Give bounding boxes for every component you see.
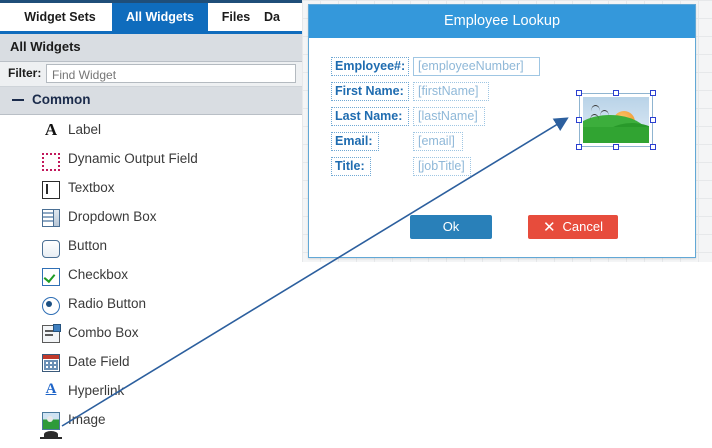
list-item-text: Dynamic Output Field	[68, 151, 198, 166]
field-value[interactable]: [lastName]	[413, 107, 485, 126]
button-icon	[42, 240, 60, 258]
search-input[interactable]	[46, 64, 296, 83]
partial-widget-icon	[44, 431, 58, 438]
list-item-dropdown-box[interactable]: Dropdown Box	[0, 203, 302, 232]
list-item-date-field[interactable]: Date Field	[0, 348, 302, 377]
tab-all-widgets[interactable]: All Widgets	[112, 3, 208, 31]
textbox-icon	[42, 181, 60, 199]
ok-button[interactable]: Ok	[410, 215, 492, 239]
list-item-label[interactable]: A Label	[0, 116, 302, 145]
design-canvas[interactable]: Employee Lookup Employee#: [employeeNumb…	[302, 0, 712, 262]
bird-icon	[591, 105, 600, 111]
employee-lookup-dialog[interactable]: Employee Lookup Employee#: [employeeNumb…	[308, 4, 696, 258]
tab-files[interactable]: Files	[221, 10, 251, 24]
list-item-partial[interactable]	[0, 431, 302, 448]
panel-top-border	[0, 0, 302, 3]
list-item-text: Dropdown Box	[68, 209, 157, 224]
panel-tab-strip: Widget Sets All Widgets Files Da	[0, 3, 302, 34]
tab-data[interactable]: Da	[264, 10, 280, 24]
list-item-text: Radio Button	[68, 296, 147, 311]
field-value[interactable]: [firstName]	[413, 82, 489, 101]
list-item-text: Hyperlink	[68, 383, 125, 398]
image-icon	[42, 412, 60, 430]
hyperlink-icon: A	[45, 381, 57, 397]
cancel-button[interactable]: ✕ Cancel	[528, 215, 618, 239]
field-value[interactable]: [employeeNumber]	[413, 57, 540, 76]
checkbox-icon	[42, 268, 60, 286]
field-label[interactable]: Email:	[331, 132, 379, 151]
list-item-radio-button[interactable]: Radio Button	[0, 290, 302, 319]
resize-handle-sw[interactable]	[576, 144, 582, 150]
group-label: Common	[32, 92, 91, 107]
list-item-checkbox[interactable]: Checkbox	[0, 261, 302, 290]
list-item-image[interactable]: Image	[0, 406, 302, 435]
resize-handle-nw[interactable]	[576, 90, 582, 96]
list-item-text: Date Field	[68, 354, 130, 369]
group-header-common[interactable]: Common	[0, 87, 302, 115]
combo-box-icon	[42, 324, 61, 343]
list-item-hyperlink[interactable]: A Hyperlink	[0, 377, 302, 406]
widget-list: A Label Dynamic Output Field Textbox Dro…	[0, 116, 302, 448]
list-item-button[interactable]: Button	[0, 232, 302, 261]
field-value[interactable]: [email]	[413, 132, 463, 151]
list-item-text: Checkbox	[68, 267, 129, 282]
list-item-text: Label	[68, 122, 102, 137]
dropdown-box-icon	[42, 209, 60, 227]
list-item-dynamic-output-field[interactable]: Dynamic Output Field	[0, 145, 302, 174]
date-field-icon	[42, 354, 60, 372]
dialog-title: Employee Lookup	[309, 5, 695, 38]
x-icon: ✕	[542, 219, 556, 236]
cancel-button-label: Cancel	[562, 219, 604, 234]
bird-icon	[600, 110, 609, 116]
bird-icon	[590, 114, 599, 120]
list-item-text: Image	[68, 412, 106, 427]
field-label[interactable]: Employee#:	[331, 57, 409, 76]
field-value[interactable]: [jobTitle]	[413, 157, 471, 176]
label-icon: A	[44, 120, 58, 139]
panel-section-header: All Widgets	[0, 34, 302, 62]
image-widget-preview	[583, 97, 649, 143]
tab-widget-sets[interactable]: Widget Sets	[24, 10, 96, 24]
field-label[interactable]: Title:	[331, 157, 371, 176]
resize-handle-s[interactable]	[613, 144, 619, 150]
list-item-combo-box[interactable]: Combo Box	[0, 319, 302, 348]
list-item-textbox[interactable]: Textbox	[0, 174, 302, 203]
resize-handle-w[interactable]	[576, 117, 582, 123]
field-label[interactable]: First Name:	[331, 82, 409, 101]
field-label[interactable]: Last Name:	[331, 107, 409, 126]
image-widget[interactable]	[579, 93, 653, 147]
panel-section-title: All Widgets	[10, 39, 81, 54]
list-item-text: Button	[68, 238, 108, 253]
minus-icon[interactable]	[12, 99, 24, 101]
list-item-text: Textbox	[68, 180, 115, 195]
resize-handle-n[interactable]	[613, 90, 619, 96]
resize-handle-e[interactable]	[650, 117, 656, 123]
radio-button-icon	[42, 297, 60, 315]
filter-row: Filter:	[0, 62, 302, 87]
partial-widget-icon-bar	[40, 437, 62, 439]
dynamic-output-field-icon	[42, 153, 60, 171]
all-widgets-panel: Widget Sets All Widgets Files Da All Wid…	[0, 0, 302, 448]
filter-label: Filter:	[8, 66, 42, 80]
ground-shape	[583, 127, 649, 143]
resize-handle-ne[interactable]	[650, 90, 656, 96]
list-item-text: Combo Box	[68, 325, 139, 340]
resize-handle-se[interactable]	[650, 144, 656, 150]
